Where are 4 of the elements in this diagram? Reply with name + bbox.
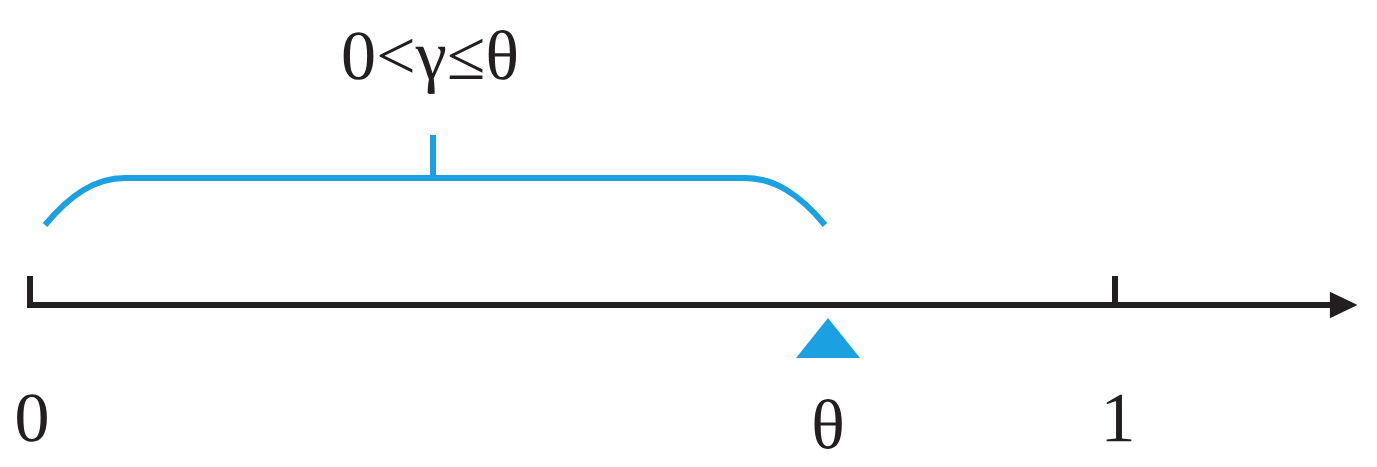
range-label: 0<γ≤θ [343, 29, 517, 95]
tick-label: θ [814, 399, 842, 449]
tick-label: 0 [17, 394, 47, 442]
tick-label: 1 [1106, 394, 1132, 442]
